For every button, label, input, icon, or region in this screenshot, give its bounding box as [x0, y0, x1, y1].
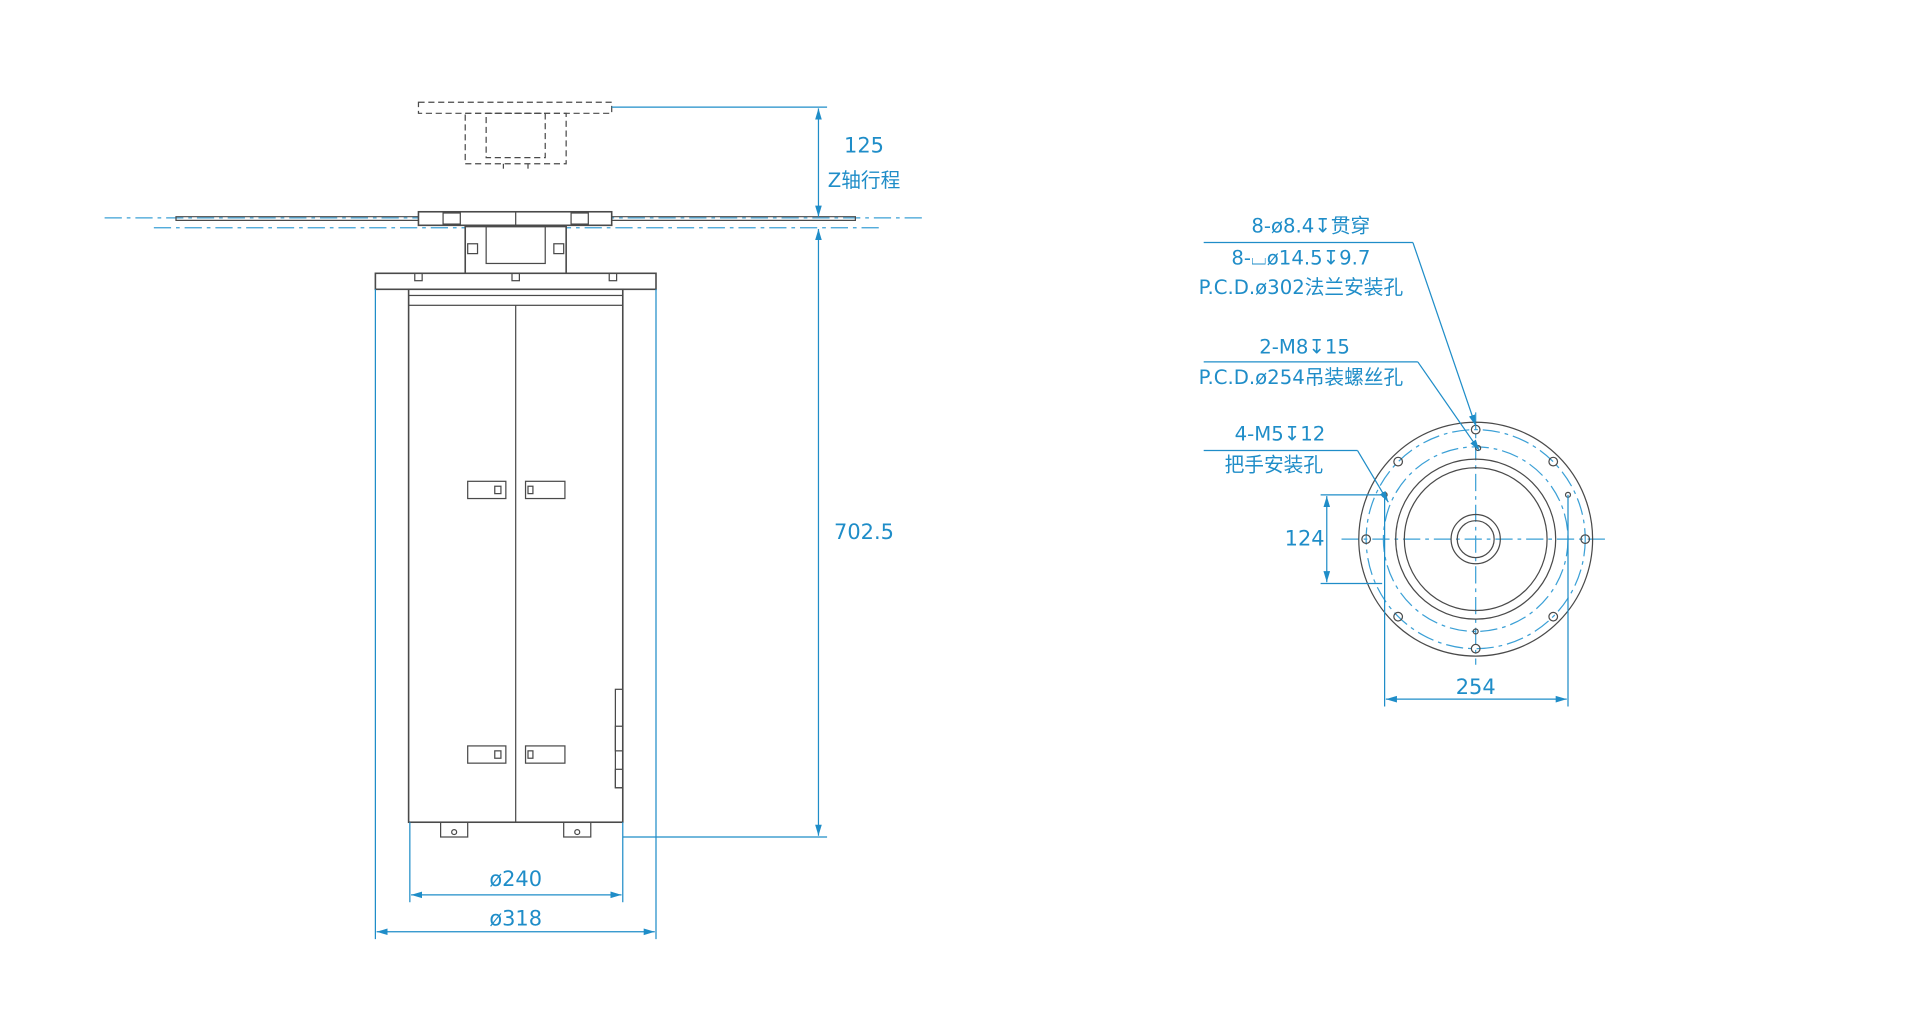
foot-left [440, 821, 469, 838]
callout-lifting-holes: 2-M8↧15 P.C.D.ø254吊装螺丝孔 [1199, 335, 1480, 451]
inner-diameter-label: ø240 [489, 867, 542, 891]
center-hub [1450, 513, 1501, 565]
callout-flange-holes: 8-ø8.4↧贯穿 8-⌴ø14.5↧9.7 P.C.D.ø302法兰安装孔 [1199, 215, 1477, 427]
column-neck [464, 225, 567, 275]
z-travel-value: 125 [844, 134, 884, 158]
callout-text: P.C.D.ø302法兰安装孔 [1199, 276, 1404, 299]
flange-holes [1361, 424, 1591, 654]
outer-diameter-label: ø318 [489, 907, 542, 931]
dim-254-label: 254 [1456, 675, 1496, 699]
callout-handle-holes: 4-M5↧12 把手安装孔 [1203, 423, 1389, 503]
raised-head-outline [417, 101, 613, 169]
z-travel-label: Z轴行程 [828, 169, 901, 192]
height-value: 702.5 [834, 520, 894, 544]
callout-text: 2-M8↧15 [1259, 335, 1350, 358]
handles [467, 480, 566, 764]
callout-text: 8-ø8.4↧贯穿 [1251, 215, 1370, 238]
arm-plate [175, 216, 856, 221]
dim-124-label: 124 [1285, 526, 1325, 550]
callout-text: 4-M5↧12 [1235, 423, 1326, 446]
callout-text: 8-⌴ø14.5↧9.7 [1231, 247, 1370, 270]
plan-view: 124 254 8-ø8.4↧贯穿 8-⌴ø14.5↧9.7 P.C.D.ø30… [1199, 215, 1610, 707]
foot-right [563, 821, 592, 838]
callout-text: P.C.D.ø254吊装螺丝孔 [1199, 366, 1404, 389]
callout-text: 把手安装孔 [1225, 453, 1324, 476]
flange-outer [1358, 421, 1594, 657]
elevation-view: 125 Z轴行程 702.5 ø240 ø318 [104, 101, 926, 940]
